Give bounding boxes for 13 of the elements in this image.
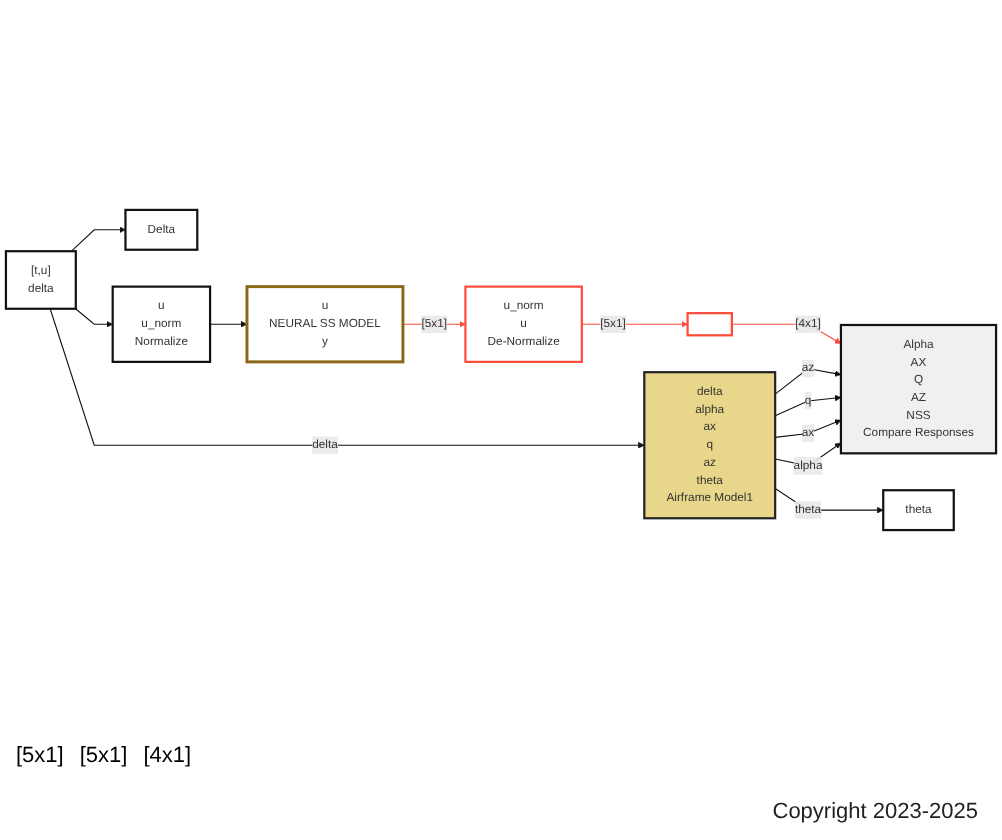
signal-dimension-label: [5x1] bbox=[79, 744, 128, 768]
arrow bbox=[75, 308, 113, 328]
arrow bbox=[209, 321, 248, 328]
node-box bbox=[686, 312, 733, 337]
signal-dimension-label: [5x1] bbox=[16, 744, 64, 768]
arrow bbox=[774, 394, 842, 417]
arrow bbox=[774, 367, 842, 395]
signal-dimension-label: [4x1] bbox=[143, 744, 192, 768]
arrow bbox=[49, 308, 645, 449]
arrow bbox=[70, 226, 126, 252]
arrow bbox=[731, 323, 842, 344]
arrow bbox=[774, 419, 842, 438]
copyright-caption: Copyright 2023-2025 bbox=[772, 800, 978, 824]
